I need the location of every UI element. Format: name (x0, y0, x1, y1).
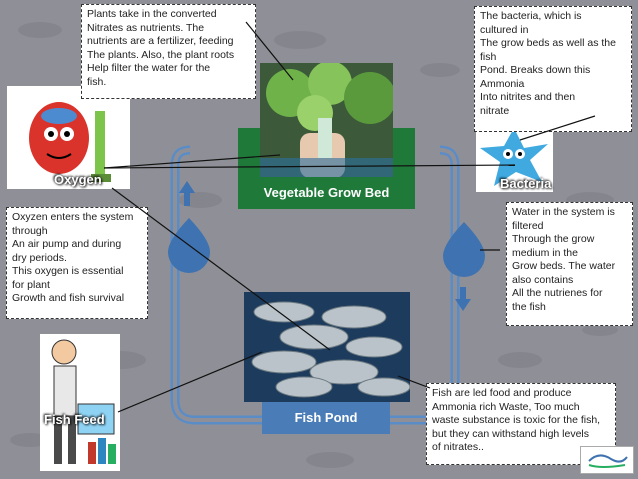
grow-bed-label: Vegetable Grow Bed (238, 177, 415, 209)
plants-note: Plants take in the converted Nitrates as… (81, 4, 256, 99)
vegetable-photo (260, 63, 393, 178)
fish-feed-image (40, 334, 120, 471)
water-note: Water in the system is filtered Through … (506, 202, 633, 326)
oxygen-pump-image (7, 86, 130, 189)
water-drop-right (443, 222, 485, 277)
bacteria-note: The bacteria, which is cultured in The g… (474, 6, 632, 132)
oxygen-caption: Oxygen (54, 172, 102, 187)
fish-pond-photo (244, 292, 410, 402)
fish-pond-label: Fish Pond (262, 402, 390, 434)
logo-badge (580, 446, 634, 474)
bacteria-caption: Bacteria (500, 176, 552, 191)
fish-feed-caption: Fish Feed (44, 412, 105, 427)
oxygen-note: Oxyzen enters the system through An air … (6, 207, 148, 319)
arrow-down-icon (455, 287, 471, 311)
